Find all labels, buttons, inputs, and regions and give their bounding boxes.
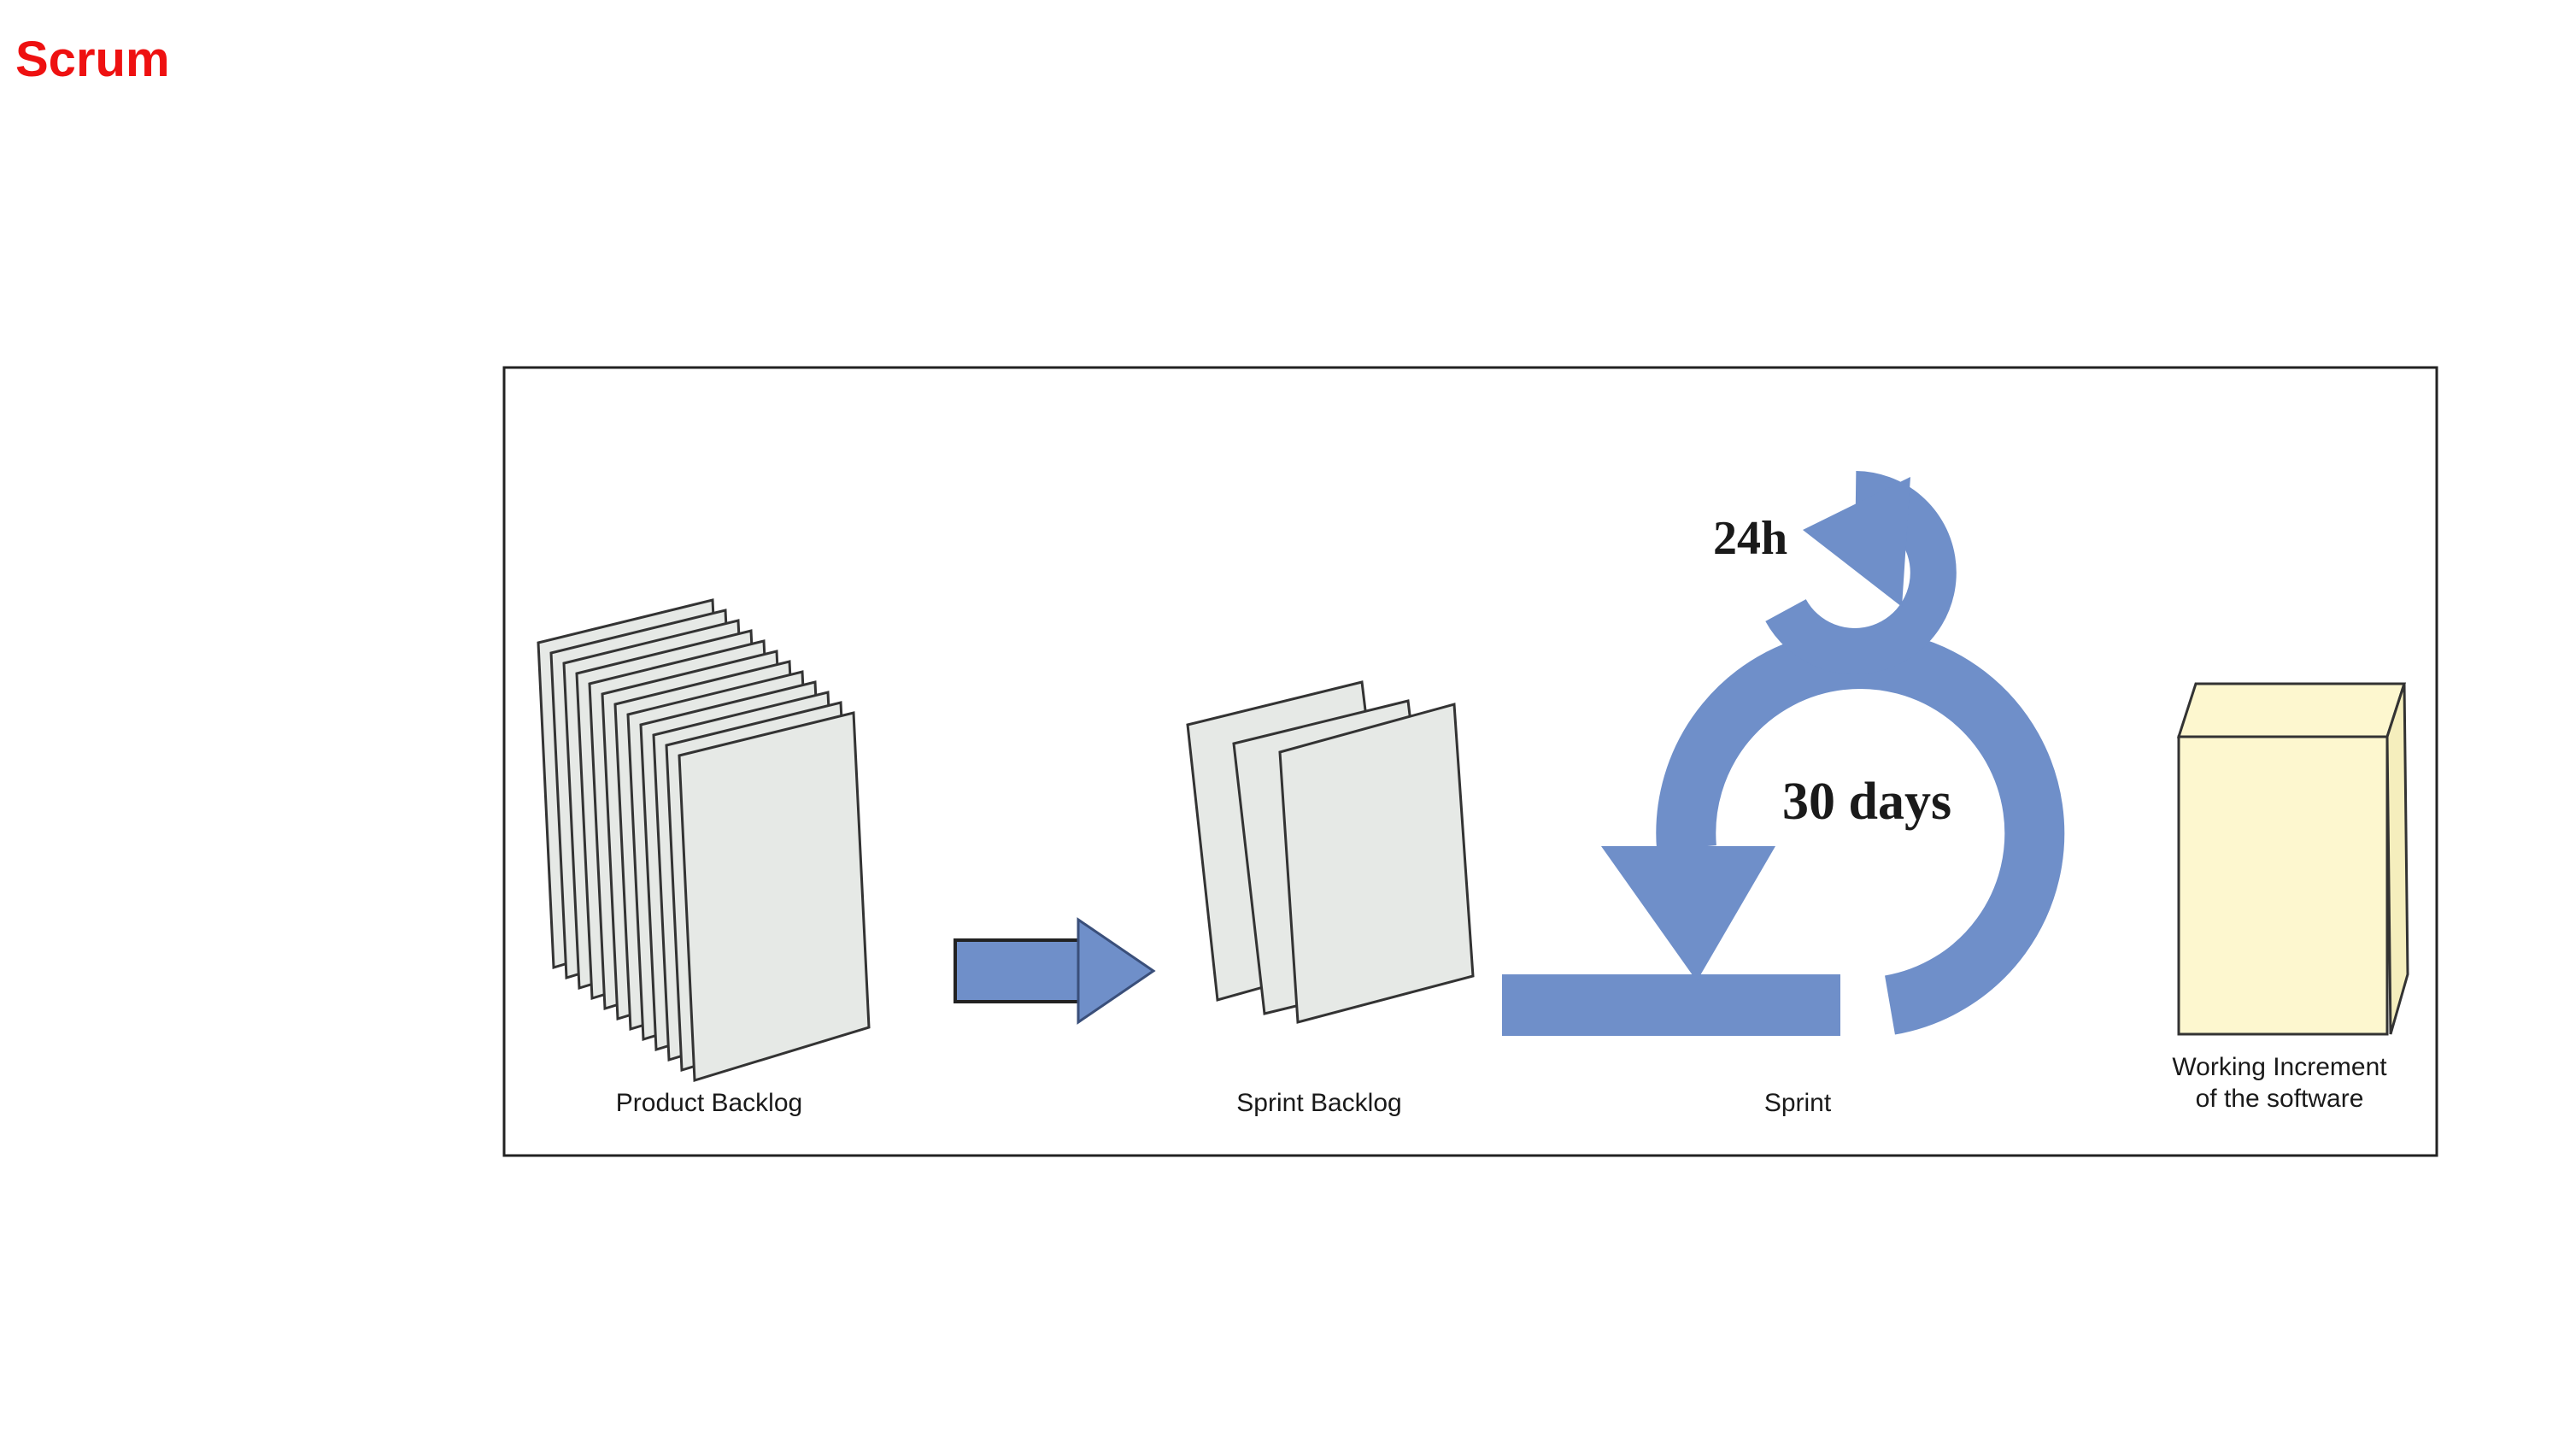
page-title: Scrum <box>15 32 170 87</box>
sprint-label: Sprint <box>1764 1089 1832 1117</box>
sprint-backlog-sheet <box>1278 703 1475 1024</box>
sprint-cycle <box>1502 471 2065 1036</box>
sprint-backlog-label: Sprint Backlog <box>1236 1089 1401 1117</box>
increment-label-line2: of the software <box>2196 1085 2364 1113</box>
working-increment-box <box>2176 682 2409 1036</box>
increment-label-line1: Working Increment <box>2172 1053 2387 1081</box>
daily-cycle-label: 24h <box>1713 512 1787 565</box>
sprint-loop-arrowhead <box>1601 846 1775 981</box>
product-backlog-stack <box>537 598 871 1082</box>
flow-arrow <box>954 917 1156 1025</box>
daily-loop-arrowhead <box>1803 477 1910 607</box>
sprint-backlog-stack <box>1186 680 1475 1024</box>
sprint-loop <box>1656 629 2065 1035</box>
sprint-baseline <box>1502 974 1840 1036</box>
product-backlog-label: Product Backlog <box>616 1089 802 1117</box>
product-backlog-sheet <box>678 711 871 1082</box>
sprint-cycle-label: 30 days <box>1782 773 1951 831</box>
